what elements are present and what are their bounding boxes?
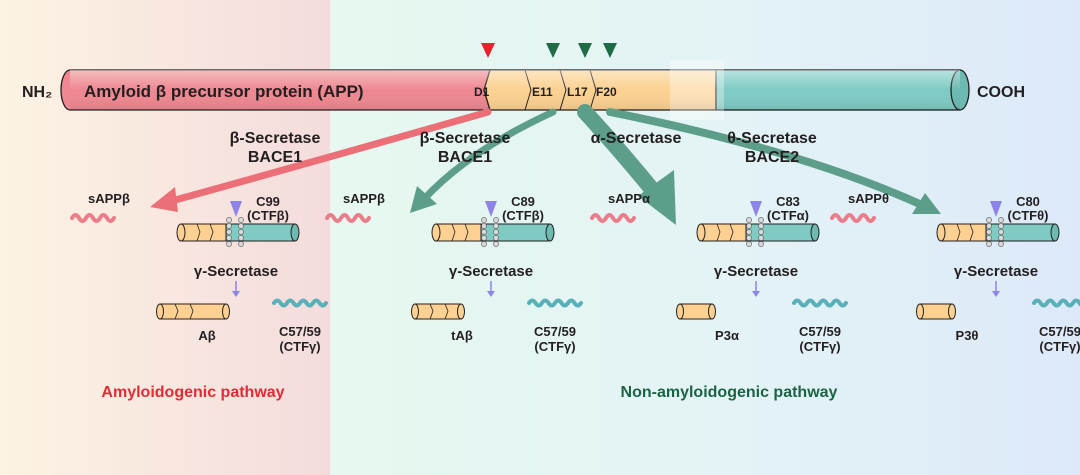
svg-text:β-Secretase: β-Secretase <box>420 130 511 147</box>
cterm-sub-label: (CTFγ) <box>1039 339 1080 354</box>
svg-text:BACE2: BACE2 <box>745 149 799 166</box>
product-label: tAβ <box>451 328 473 343</box>
svg-text:α-Secretase: α-Secretase <box>591 130 682 147</box>
down-arrow-icon <box>487 291 495 297</box>
arrow-bace1-e11-icon <box>410 108 557 213</box>
arrow-bace1-amyloidogenic-icon <box>150 108 492 212</box>
ctf-gamma-peptide-icon <box>792 298 848 308</box>
arrow-theta-secretase-icon <box>606 108 941 214</box>
ctf-sub-label: (CTFβ) <box>502 208 544 223</box>
ctf-c-segment <box>985 223 1056 242</box>
cooh-label: COOH <box>977 84 1025 101</box>
down-arrow-icon <box>232 291 240 297</box>
sapp-label: sAPPα <box>608 191 650 206</box>
nh2-label: NH₂ <box>22 84 52 101</box>
gamma-cut-arrow-icon <box>230 201 242 217</box>
ctf-n-segment <box>700 223 747 242</box>
gamma-secretase-label: γ-Secretase <box>449 263 533 280</box>
cterm-label: C57/59 <box>799 324 841 339</box>
ctf-c-segment <box>480 223 551 242</box>
membrane-beads-icon <box>986 217 1004 247</box>
cleavage-arrow-l17-icon <box>578 43 592 58</box>
product-peptide-icon <box>919 303 953 320</box>
gamma-cut-arrow-icon <box>990 201 1002 217</box>
membrane-beads-icon <box>226 217 244 247</box>
membrane-beads-icon <box>746 217 764 247</box>
sapp-peptide-icon <box>830 213 876 223</box>
ctf-sub-label: (CTFθ) <box>1008 208 1049 223</box>
enzyme-label-alpha: α-Secretase <box>591 130 682 147</box>
cleavage-arrow-e11-icon <box>546 43 560 58</box>
sapp-label: sAPPβ <box>343 191 385 206</box>
arrow-alpha-secretase-icon <box>577 104 676 225</box>
gamma-cut-arrow-icon <box>750 201 762 217</box>
ctf-label: C83 <box>776 194 800 209</box>
product-label: Aβ <box>198 328 215 343</box>
cterm-label: C57/59 <box>1039 324 1080 339</box>
ctf-c-segment <box>745 223 816 242</box>
ctf-gamma-peptide-icon <box>1032 298 1080 308</box>
sapp-peptide-icon <box>590 213 636 223</box>
site-d1: D1 <box>474 85 490 99</box>
ctf-sub-label: (CTFβ) <box>247 208 289 223</box>
ctf-sub-label: (CTFα) <box>767 208 809 223</box>
down-arrow-icon <box>752 291 760 297</box>
gamma-cut-arrow-icon <box>485 201 497 217</box>
ctf-n-segment <box>940 223 987 242</box>
ctf-c-segment <box>225 223 296 242</box>
cleavage-arrow-d1-icon <box>481 43 495 58</box>
cterm-sub-label: (CTFγ) <box>279 339 320 354</box>
app-name: Amyloid β precursor protein (APP) <box>84 82 364 101</box>
panel-2: sAPPβ C89(CTFβ) γ-Secretase tAβ C57/59(CTFγ) <box>325 191 583 354</box>
svg-text:BACE1: BACE1 <box>438 149 492 166</box>
svg-text:BACE1: BACE1 <box>248 149 302 166</box>
membrane-lipid-bilayer-icon <box>670 60 724 120</box>
ctf-gamma-peptide-icon <box>527 298 583 308</box>
non-amyloidogenic-pathway-label: Non-amyloidogenic pathway <box>621 384 838 401</box>
product-label: P3α <box>715 328 739 343</box>
product-peptide-icon <box>679 303 713 320</box>
gamma-secretase-label: γ-Secretase <box>714 263 798 280</box>
enzyme-label-beta-bace1-left: β-Secretase BACE1 <box>230 130 321 166</box>
ctf-label: C99 <box>256 194 280 209</box>
svg-text:θ-Secretase: θ-Secretase <box>727 130 817 147</box>
membrane-beads-icon <box>481 217 499 247</box>
cterm-label: C57/59 <box>534 324 576 339</box>
svg-text:β-Secretase: β-Secretase <box>230 130 321 147</box>
gamma-secretase-label: γ-Secretase <box>954 263 1038 280</box>
site-l17: L17 <box>567 85 588 99</box>
ctf-label: C89 <box>511 194 535 209</box>
sapp-label: sAPPθ <box>848 191 889 206</box>
down-arrow-icon <box>992 291 1000 297</box>
product-peptide-icon <box>414 303 462 320</box>
site-f20: F20 <box>596 85 617 99</box>
enzyme-label-theta-bace2: θ-Secretase BACE2 <box>727 130 817 166</box>
sapp-peptide-icon <box>70 213 116 223</box>
ctf-n-segment <box>180 223 227 242</box>
amyloidogenic-pathway-label: Amyloidogenic pathway <box>101 384 284 401</box>
cleavage-arrow-f20-icon <box>603 43 617 58</box>
site-e11: E11 <box>532 85 553 99</box>
cterm-label: C57/59 <box>279 324 321 339</box>
sapp-peptide-icon <box>325 213 371 223</box>
ctf-label: C80 <box>1016 194 1040 209</box>
sapp-label: sAPPβ <box>88 191 130 206</box>
ctf-n-segment <box>435 223 482 242</box>
gamma-secretase-label: γ-Secretase <box>194 263 278 280</box>
product-label: P3θ <box>956 328 979 343</box>
cterm-sub-label: (CTFγ) <box>799 339 840 354</box>
enzyme-label-beta-bace1-right: β-Secretase BACE1 <box>420 130 511 166</box>
cterm-sub-label: (CTFγ) <box>534 339 575 354</box>
ctf-gamma-peptide-icon <box>272 298 328 308</box>
